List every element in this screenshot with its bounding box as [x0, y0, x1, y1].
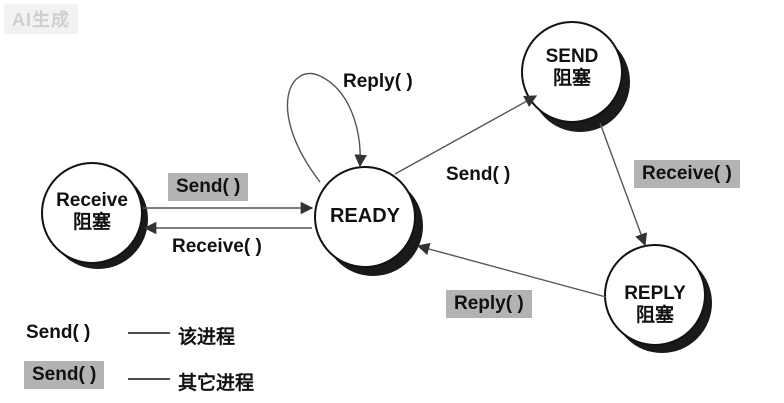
reply-node-title: REPLY — [624, 283, 686, 304]
edge-ready-to-send — [394, 95, 538, 175]
edge-label-ready-to-send: Send( ) — [446, 164, 511, 185]
watermark: AI生成 — [4, 4, 78, 34]
send-node-circle — [521, 21, 623, 123]
send-node-subtitle: 阻塞 — [552, 67, 591, 89]
edge-label-receive-to-ready: Send( ) — [168, 173, 249, 201]
edges — [143, 72, 647, 298]
ready-node-title: READY — [329, 205, 400, 227]
receive-node-title: Receive — [56, 190, 128, 211]
edge-label-ready-self: Reply( ) — [343, 71, 413, 92]
send-node-title: SEND — [545, 46, 599, 67]
receive-node-subtitle: 阻塞 — [72, 211, 111, 233]
nodes — [41, 21, 706, 346]
legend-other-process-meaning: 其它进程 — [178, 373, 255, 394]
legend-other-process-call: Send( ) — [24, 361, 105, 389]
edge-label-send-to-reply: Receive( ) — [634, 160, 740, 188]
legend-this-process-meaning: 该进程 — [178, 327, 236, 348]
reply-node-circle — [604, 244, 706, 346]
edge-label-reply-to-ready: Reply( ) — [446, 290, 532, 318]
send-node: SEND 阻塞 — [522, 46, 622, 90]
receive-node: Receive 阻塞 — [42, 190, 142, 234]
legend-this-process-call: Send( ) — [26, 322, 91, 343]
edge-send-to-reply — [599, 122, 647, 247]
legend-lines — [128, 332, 170, 380]
reply-node-subtitle: 阻塞 — [635, 304, 674, 326]
edge-ready-self-loop — [286, 72, 367, 183]
ready-node: READY — [315, 205, 415, 228]
edge-reply-to-ready — [416, 242, 607, 298]
edge-label-ready-to-receive: Receive( ) — [172, 236, 262, 257]
receive-node-circle — [41, 162, 143, 264]
reply-node: REPLY 阻塞 — [605, 283, 705, 327]
